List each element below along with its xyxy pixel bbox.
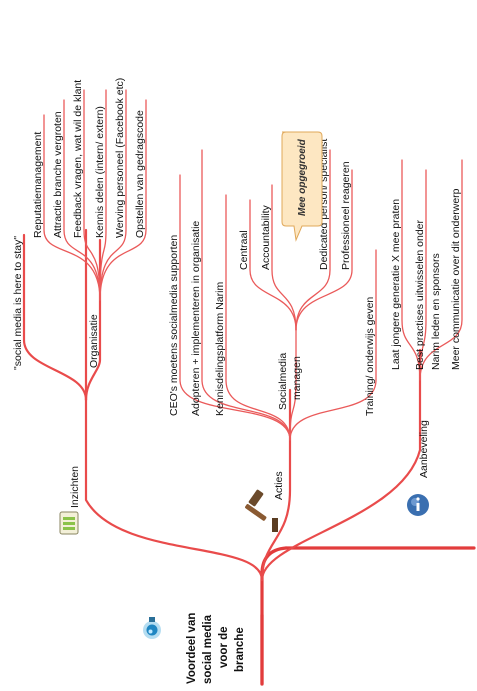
callout-label: Mee opgegroeid: [297, 138, 308, 216]
organisatie-item: Feedback vragen, wat wil de klant: [72, 80, 84, 238]
branch-inzichten: Inzichten "social media is here to stay"…: [12, 78, 146, 535]
notepad-icon: [59, 511, 79, 535]
connectors: [22, 89, 476, 686]
branch-acties: Acties CEO's moetens socialmedia support…: [168, 131, 376, 532]
organisatie-stem: [84, 238, 102, 402]
aanbeveling-label: Aanbeveling: [418, 420, 430, 478]
socialmedia-item: Centraal: [238, 230, 250, 270]
root-line-2: social media: [202, 614, 214, 684]
connector-acties: [260, 388, 292, 582]
socialmedia-line-1: Socialmedia: [277, 353, 289, 410]
quote-stem: [22, 233, 88, 402]
connector-aanbeveling: [260, 348, 422, 582]
info-icon: [407, 494, 429, 516]
organisatie-item: Reputatiemanagement: [32, 132, 44, 238]
socialmedia-item: Accountability: [260, 204, 272, 270]
lightbulb-icon: [143, 617, 161, 639]
aanbeveling-item: Laat jongere generatie X mee praten: [390, 199, 402, 370]
branch-aanbeveling: Aanbeveling Laat jongere generatie X mee…: [390, 188, 462, 516]
organisatie-label: Organisatie: [88, 314, 100, 368]
acties-item: Kennisdelingsplatform Narim: [214, 282, 226, 416]
organisatie-item: Attractie branche vergroten: [52, 111, 64, 238]
quote-label: "social media is here to stay": [12, 236, 24, 370]
root-line-4: branche: [234, 627, 246, 672]
socialmedia-item: Professioneel reageren: [340, 161, 352, 270]
aanbeveling-item: Best practises uitwisselen onder: [414, 220, 426, 370]
organisatie-item: Werving personeel (Facebook etc): [114, 78, 126, 238]
socialmedia-line-2: managen: [291, 356, 303, 400]
root-node: Voordeel van social media voor de branch…: [143, 613, 246, 684]
acties-item: Training/ onderwijs geven: [364, 297, 376, 416]
root-line-1: Voordeel van: [186, 613, 198, 684]
connector-inzichten: [84, 398, 264, 582]
inzichten-label: Inzichten: [69, 466, 81, 508]
organisatie-item: Opstellen van gedragscode: [134, 110, 146, 238]
root-line-3: voor de: [218, 626, 230, 668]
aanbeveling-item: Narim leden en sponsors: [430, 253, 442, 370]
organisatie-item: Kennis delen (intern/ extern): [94, 106, 106, 238]
aanbeveling-item: Meer communicatie over dit onderwerp: [450, 188, 462, 370]
acties-item: CEO's moetens socialmedia supporten: [168, 235, 180, 416]
acties-label: Acties: [273, 471, 285, 500]
acties-item: Adopteren + implementeren in organisatie: [190, 221, 202, 416]
gavel-icon: [245, 489, 278, 532]
callout-bubble: Mee opgegroeid: [281, 131, 323, 242]
